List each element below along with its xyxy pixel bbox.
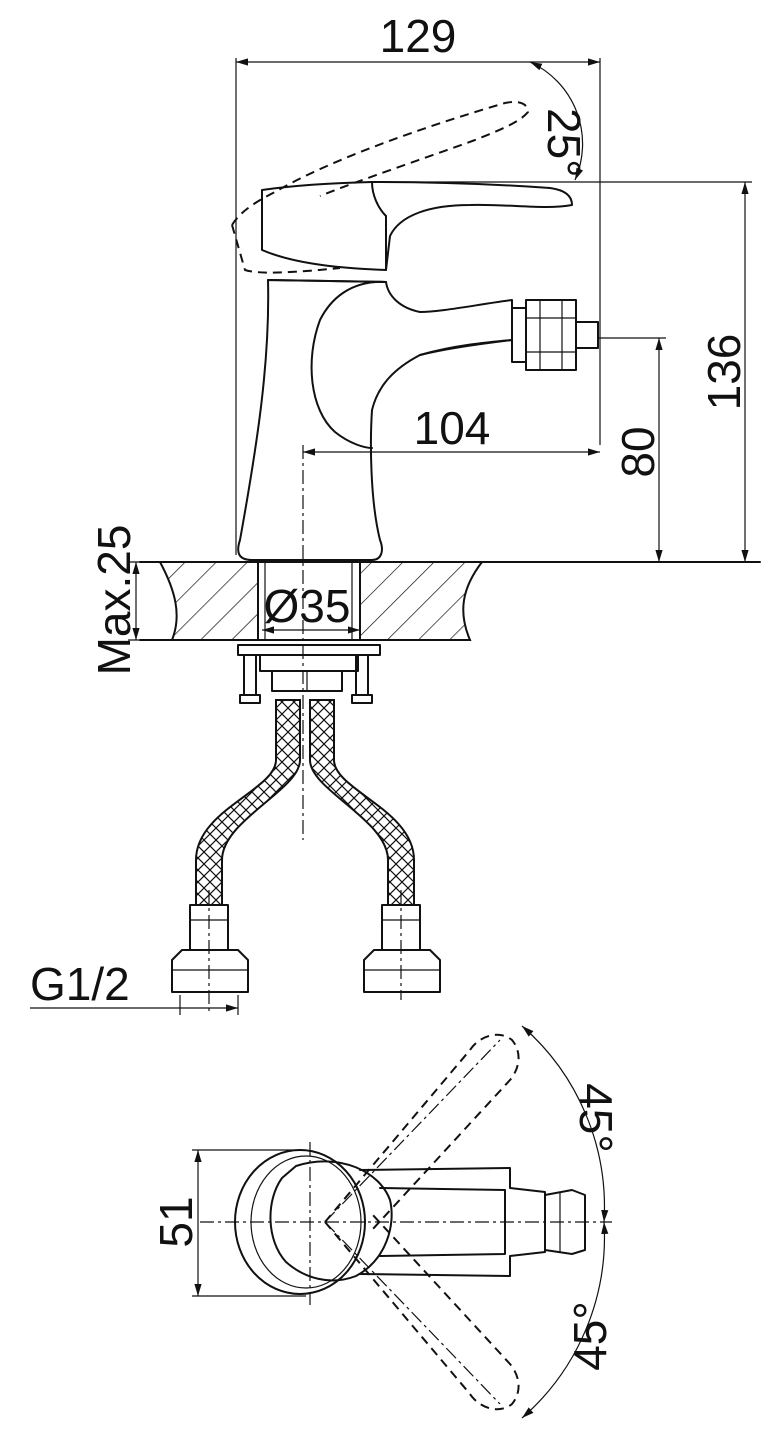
spout-height-label: 80 [612,426,664,477]
dimension-body-width: 51 [150,1149,306,1297]
spout-reach-label: 104 [414,402,491,454]
top-view: 51 45° 45° [150,1025,622,1419]
thread-label: G1/2 [30,958,130,1010]
lever-angle-label: 25° [538,108,590,178]
dimension-rotation-angles: 45° 45° [521,1025,622,1419]
faucet-body [237,279,513,561]
body-width-label: 51 [150,1196,202,1247]
angle-lower-label: 45° [564,1301,616,1371]
spout-nozzle [511,299,599,371]
flexible-hoses [171,699,441,1012]
dimension-hole-diameter: Ø35 [262,580,360,634]
dimension-spout-height: 80 [598,337,666,562]
lever-handle [261,181,573,271]
width-dimension-label: 129 [380,10,457,62]
hole-diameter-label: Ø35 [264,580,351,632]
countertop-section [139,561,761,641]
lever-handle-raised [231,101,529,274]
dimension-spout-reach: 104 [303,402,600,456]
side-view: 129 25° 136 80 104 Max.25 [30,10,761,1015]
dimension-height: 136 [380,181,752,563]
dimension-width: 129 [235,10,601,555]
dimension-countertop-thickness: Max.25 [88,525,175,676]
angle-upper-label: 45° [570,1083,622,1153]
handle-rotated-positions [324,1033,520,1411]
mounting-hardware [237,644,381,704]
max-thickness-label: Max.25 [88,525,140,676]
height-dimension-label: 136 [698,334,750,411]
dimension-thread: G1/2 [30,958,239,1015]
dimension-lever-angle: 25° [529,61,590,181]
